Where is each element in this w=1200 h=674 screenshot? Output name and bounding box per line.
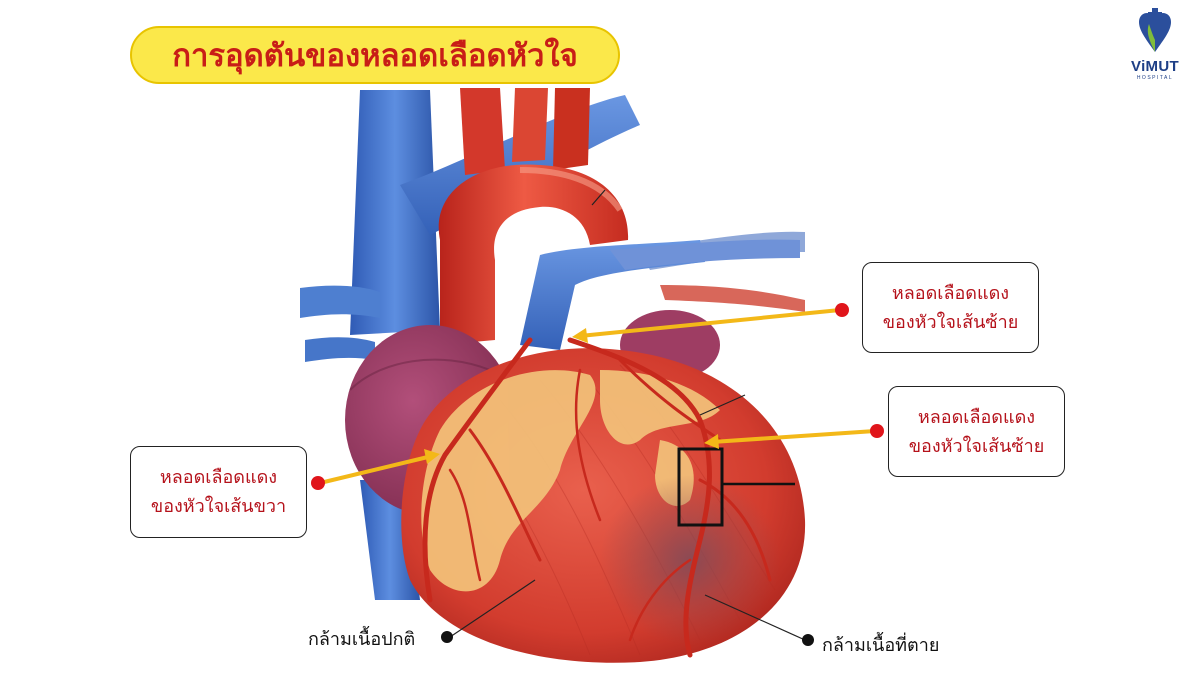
hospital-logo-icon [1139, 8, 1171, 52]
label-line-1: หลอดเลือดแดง [891, 282, 1010, 304]
coronary-leader [699, 394, 746, 416]
label-normal-muscle: กล้ามเนื้อปกติ [308, 629, 416, 650]
label-line-2: ของหัวใจเส้นขวา [150, 496, 287, 517]
dead-muscle-leader [704, 594, 814, 646]
arrow-left-coronary-top [572, 303, 849, 343]
page-title: การอุดตันของหลอดเลือดหัวใจ [172, 38, 578, 74]
arrow-right-coronary [311, 449, 440, 490]
label-dead-muscle: กล้ามเนื้อที่ตาย [822, 635, 940, 656]
aorta-leader [591, 189, 606, 206]
label-line-1: หลอดเลือดแดง [917, 406, 1036, 428]
logo-subtitle: HOSPITAL [1136, 75, 1174, 81]
right-coronary-artery [422, 337, 542, 603]
blockage-highlight-box [677, 447, 724, 527]
left-coronary-artery [567, 337, 772, 658]
logo-name: ViMUT [1131, 58, 1179, 75]
label-line-1: หลอดเลือดแดง [159, 467, 278, 488]
label-line-2: ของหัวใจเส้นซ้าย [908, 435, 1045, 457]
pulmonary-artery [520, 239, 800, 350]
label-left-coronary-top: หลอดเลือดแดง ของหัวใจเส้นซ้าย [862, 262, 1039, 353]
label-right-coronary: หลอดเลือดแดง ของหัวใจเส้นขวา [130, 446, 307, 538]
arrow-left-coronary-mid [704, 424, 884, 449]
aortic-branches [460, 88, 590, 175]
label-line-2: ของหัวใจเส้นซ้าย [882, 311, 1019, 333]
aorta [438, 164, 629, 345]
title-banner: การอุดตันของหลอดเลือดหัวใจ [130, 26, 620, 84]
vimut-logo: ViMUT HOSPITAL [1122, 8, 1188, 84]
normal-muscle-leader [441, 579, 536, 643]
label-left-coronary-mid: หลอดเลือดแดง ของหัวใจเส้นซ้าย [888, 386, 1065, 477]
